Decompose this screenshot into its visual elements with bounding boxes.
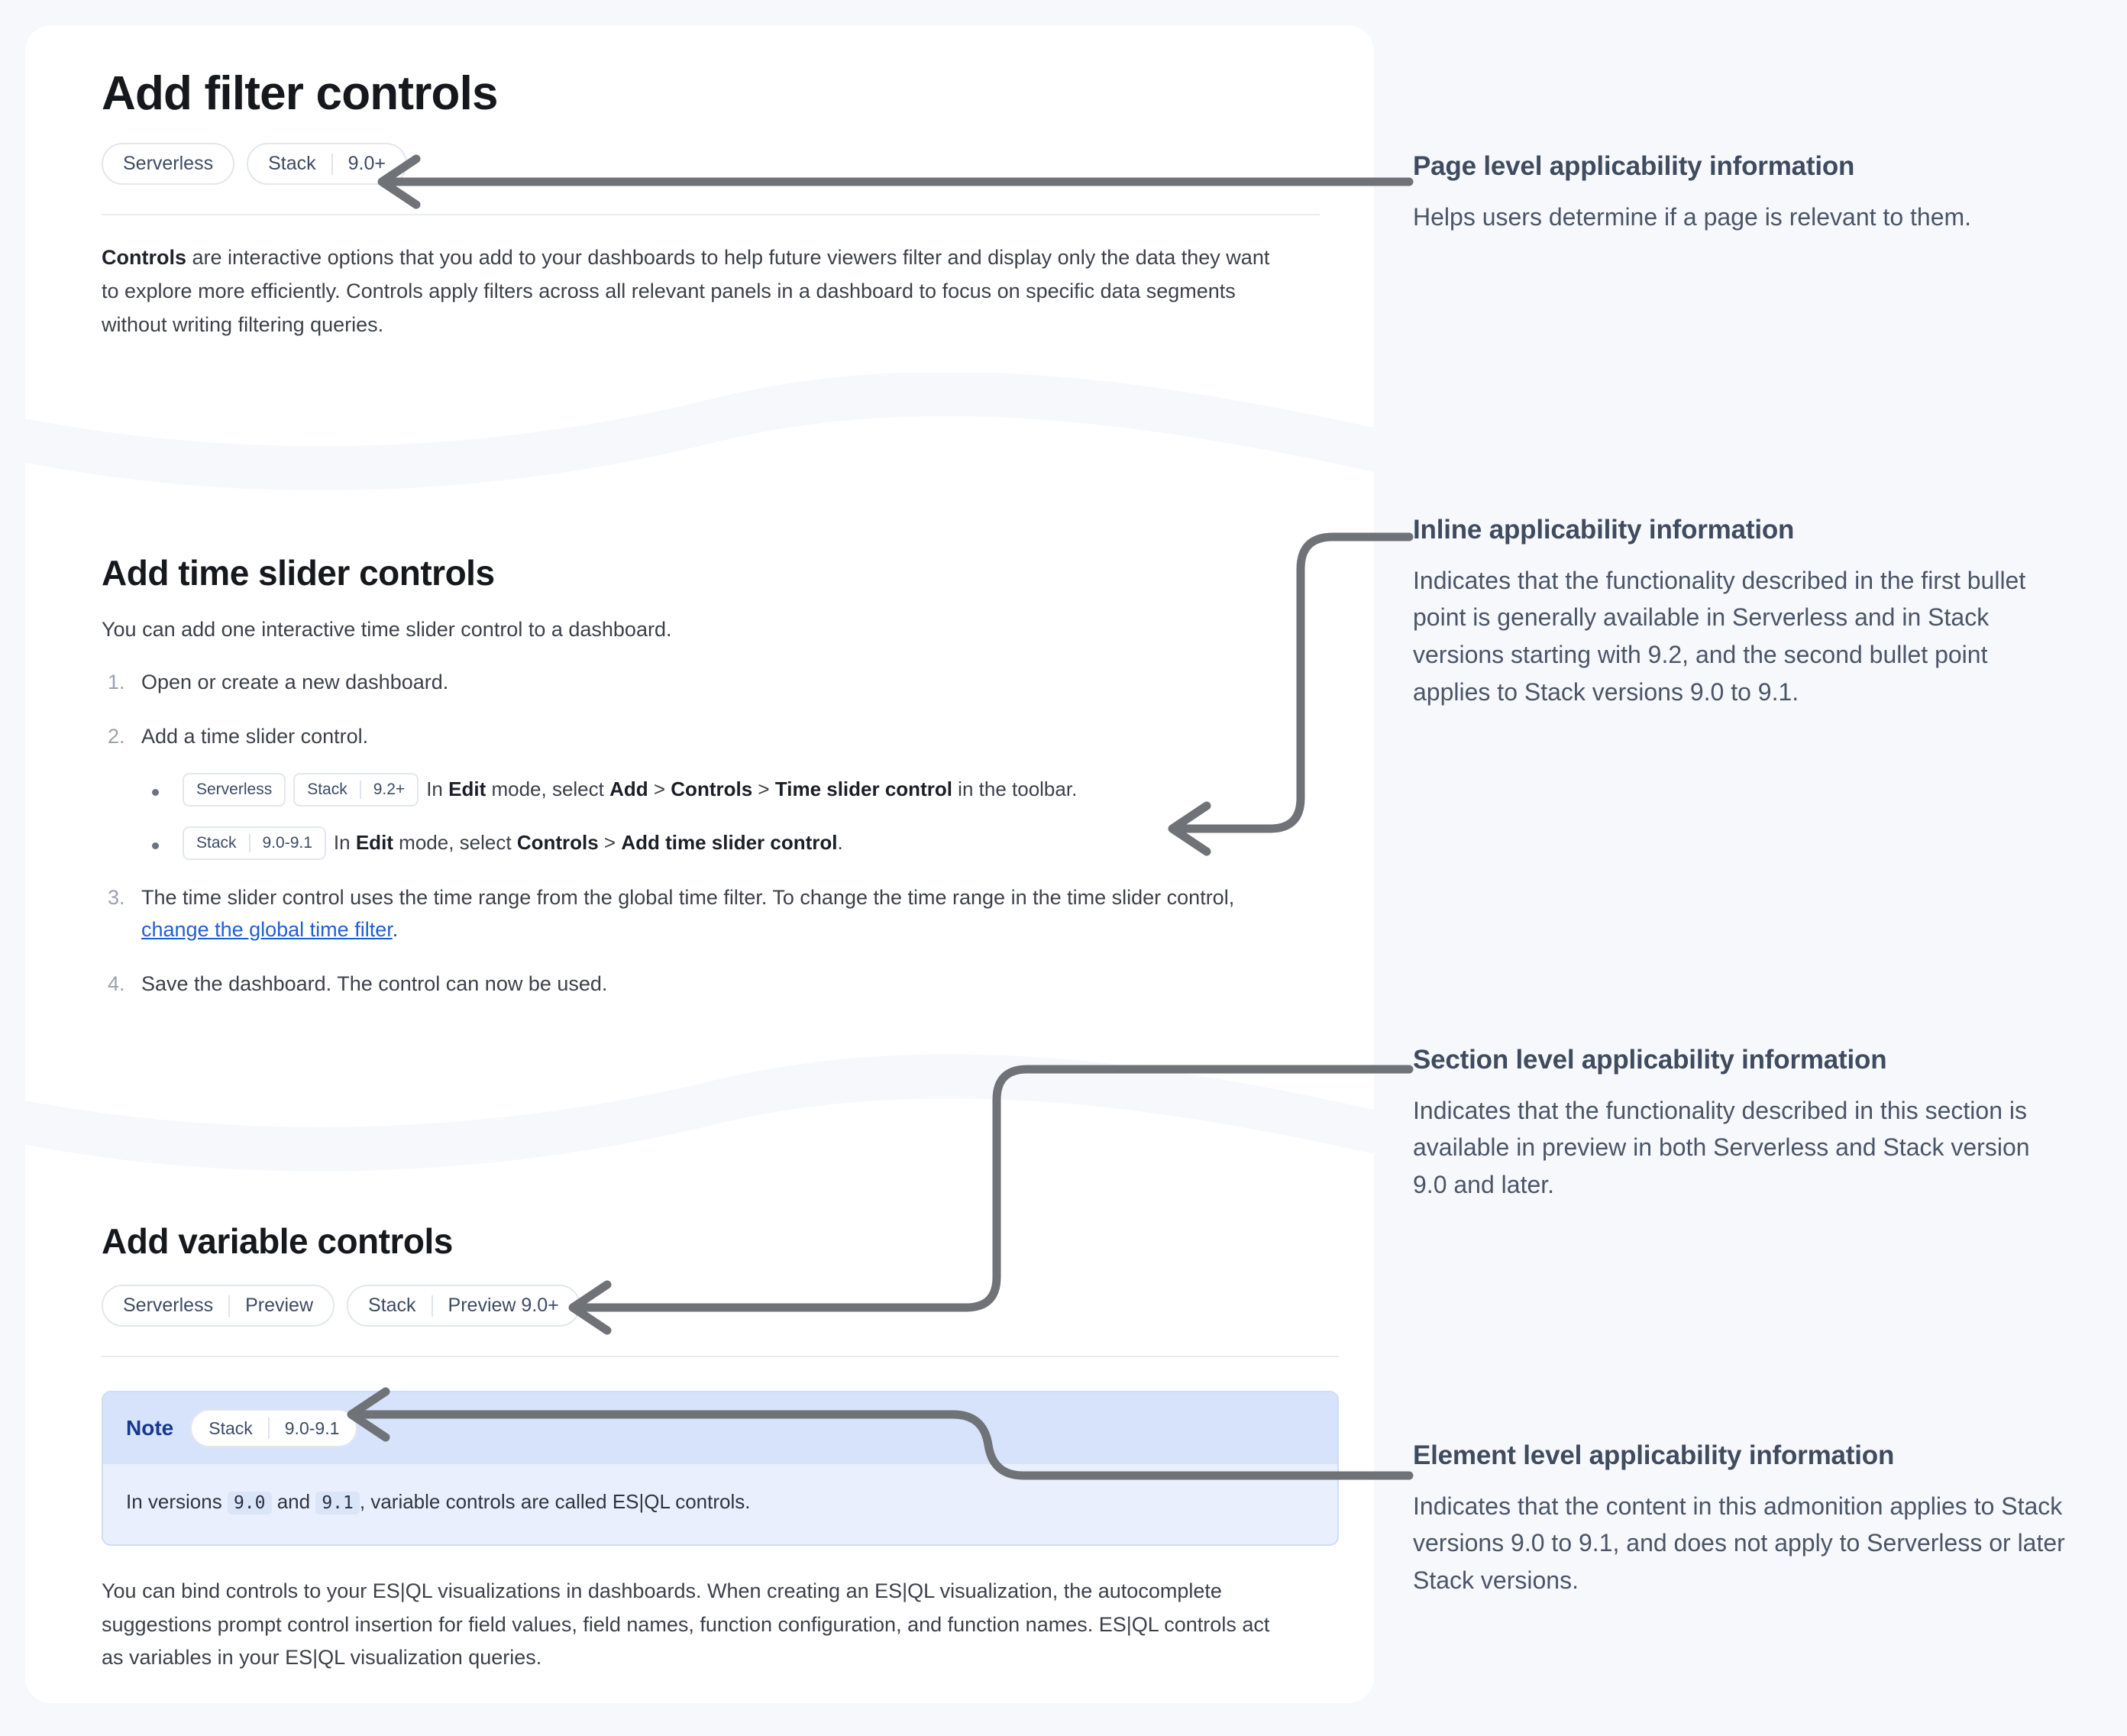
- page-badge-stack[interactable]: Stack 9.0+: [247, 143, 407, 186]
- badge-separator: [267, 1418, 270, 1439]
- variable-controls-section: Add variable controls Serverless Preview…: [102, 1220, 1339, 1675]
- text-part: >: [752, 777, 775, 800]
- list-item: Stack 9.0-9.1 In Edit mode, select Contr…: [141, 826, 1285, 860]
- badge-segment-label: Stack: [196, 833, 237, 852]
- annotation-body: Indicates that the content in this admon…: [1413, 1492, 2065, 1594]
- text-part-bold: Controls: [516, 831, 599, 854]
- code-version-90: 9.0: [227, 1492, 272, 1515]
- note-text: , variable controls are called ES|QL con…: [359, 1490, 751, 1513]
- text-part: mode, select: [393, 831, 517, 854]
- text-part: In: [333, 831, 356, 854]
- badge-segment-preview-version: Preview 9.0+: [448, 1295, 559, 1316]
- page-badge-serverless[interactable]: Serverless: [102, 143, 235, 186]
- badge-segment-version: 9.2+: [373, 780, 406, 798]
- badge-separator: [248, 833, 251, 852]
- step-text: Save the dashboard. The control can now …: [141, 971, 608, 995]
- text-part-bold: Edit: [355, 831, 393, 854]
- sub-bullet-list: Serverless Stack 9.2+ In Edit mode, sele…: [141, 772, 1285, 860]
- documentation-card: Add filter controls Serverless Stack 9.0…: [25, 25, 1374, 1703]
- step-item-3: The time slider control uses the time ra…: [102, 881, 1285, 946]
- badge-segment-preview: Preview: [245, 1295, 314, 1316]
- annotation-inline: Inline applicability information Indicat…: [1413, 513, 2070, 710]
- text-part-bold: Add: [609, 777, 648, 800]
- section-title-time-slider: Add time slider controls: [102, 553, 495, 593]
- text-part-bold: Controls: [671, 777, 753, 800]
- annotation-element-level: Element level applicability information …: [1413, 1439, 2070, 1599]
- inline-badge-serverless[interactable]: Serverless: [183, 772, 286, 807]
- annotation-title: Element level applicability information: [1413, 1440, 1895, 1470]
- badge-segment-label: Stack: [368, 1295, 416, 1316]
- annotation-title: Inline applicability information: [1413, 515, 1795, 545]
- bullet-text: In Edit mode, select Controls > Add time…: [334, 828, 843, 858]
- code-version-91: 9.1: [315, 1492, 360, 1515]
- annotation-body: Helps users determine if a page is relev…: [1413, 202, 1972, 231]
- badge-segment-label: Stack: [268, 153, 316, 175]
- wave-divider-1: [25, 373, 1374, 518]
- note-text: and: [271, 1490, 316, 1513]
- text-part-bold: Add time slider control: [621, 831, 838, 854]
- step-item-2: Add a time slider control. Serverless St…: [102, 720, 1285, 860]
- step-text: Add a time slider control.: [141, 724, 369, 748]
- step-text: The time slider control uses the time ra…: [141, 885, 1235, 909]
- section-badge-serverless[interactable]: Serverless Preview: [102, 1285, 335, 1327]
- text-part: in the toolbar.: [952, 777, 1078, 800]
- wave-divider-2: [25, 1050, 1374, 1195]
- badge-segment-version: 9.0+: [347, 153, 386, 175]
- step-text: Open or create a new dashboard.: [141, 671, 449, 694]
- section-divider: [102, 1356, 1339, 1357]
- inline-badge-stack[interactable]: Stack 9.2+: [293, 772, 419, 807]
- note-badge-stack[interactable]: Stack 9.0-9.1: [190, 1409, 358, 1447]
- time-slider-steps: Open or create a new dashboard. Add a ti…: [102, 666, 1339, 1000]
- annotation-title: Section level applicability information: [1413, 1045, 1887, 1075]
- bullet-text: In Edit mode, select Add > Controls > Ti…: [426, 774, 1077, 804]
- global-time-filter-link[interactable]: change the global time filter: [141, 918, 393, 942]
- section-badge-row: Serverless Preview Stack Preview 9.0+: [102, 1285, 1339, 1327]
- note-header: Note Stack 9.0-9.1: [103, 1392, 1337, 1464]
- page-title: Add filter controls: [102, 67, 499, 120]
- text-part: In: [426, 777, 449, 800]
- note-body: In versions 9.0 and 9.1, variable contro…: [103, 1464, 1337, 1544]
- page-badge-row: Serverless Stack 9.0+: [102, 143, 1324, 186]
- step-item-4: Save the dashboard. The control can now …: [102, 968, 1285, 1001]
- note-label: Note: [126, 1416, 174, 1440]
- text-part: >: [648, 777, 671, 800]
- section-badge-stack[interactable]: Stack Preview 9.0+: [347, 1285, 580, 1327]
- text-part: >: [598, 831, 622, 854]
- time-slider-section: Add time slider controls You can add one…: [102, 552, 1339, 1021]
- text-part-bold: Edit: [448, 777, 486, 800]
- section-lead-time-slider: You can add one interactive time slider …: [102, 618, 672, 641]
- page-header-section: Add filter controls Serverless Stack 9.0…: [102, 67, 1324, 342]
- annotation-body: Indicates that the functionality describ…: [1413, 1096, 2030, 1198]
- badge-segment-label: Stack: [307, 780, 347, 798]
- intro-paragraph: Controls are interactive options that yo…: [102, 241, 1278, 341]
- annotation-title: Page level applicability information: [1413, 151, 1855, 181]
- note-text: In versions: [126, 1490, 228, 1513]
- header-divider: [102, 214, 1320, 216]
- section-title-variable: Add variable controls: [102, 1221, 453, 1261]
- badge-separator: [359, 780, 361, 799]
- badge-segment-version: 9.0-9.1: [262, 833, 312, 852]
- intro-lead-bold: Controls: [102, 246, 186, 270]
- badge-separator: [431, 1295, 433, 1317]
- step-item-1: Open or create a new dashboard.: [102, 666, 1285, 699]
- text-part: .: [837, 831, 843, 854]
- badge-separator: [228, 1295, 231, 1317]
- intro-text: are interactive options that you add to …: [102, 246, 1270, 336]
- badge-segment-label: Stack: [208, 1418, 253, 1438]
- note-admonition: Note Stack 9.0-9.1 In versions 9.0 and 9…: [102, 1391, 1339, 1546]
- badge-segment-label: Serverless: [123, 153, 214, 175]
- annotation-page-level: Page level applicability information Hel…: [1413, 150, 2070, 235]
- badge-separator: [331, 153, 333, 175]
- variable-controls-paragraph: You can bind controls to your ES|QL visu…: [102, 1579, 1270, 1670]
- annotation-section-level: Section level applicability information …: [1413, 1043, 2070, 1204]
- inline-badge-stack[interactable]: Stack 9.0-9.1: [183, 826, 326, 860]
- text-part-bold: Time slider control: [774, 777, 952, 800]
- text-part: mode, select: [486, 777, 610, 800]
- list-item: Serverless Stack 9.2+ In Edit mode, sele…: [141, 772, 1285, 807]
- badge-segment-label: Serverless: [196, 780, 273, 798]
- badge-segment-version: 9.0-9.1: [284, 1418, 340, 1438]
- badge-segment-label: Serverless: [123, 1295, 214, 1316]
- annotation-body: Indicates that the functionality describ…: [1413, 566, 2026, 706]
- step-text-after: .: [392, 918, 399, 942]
